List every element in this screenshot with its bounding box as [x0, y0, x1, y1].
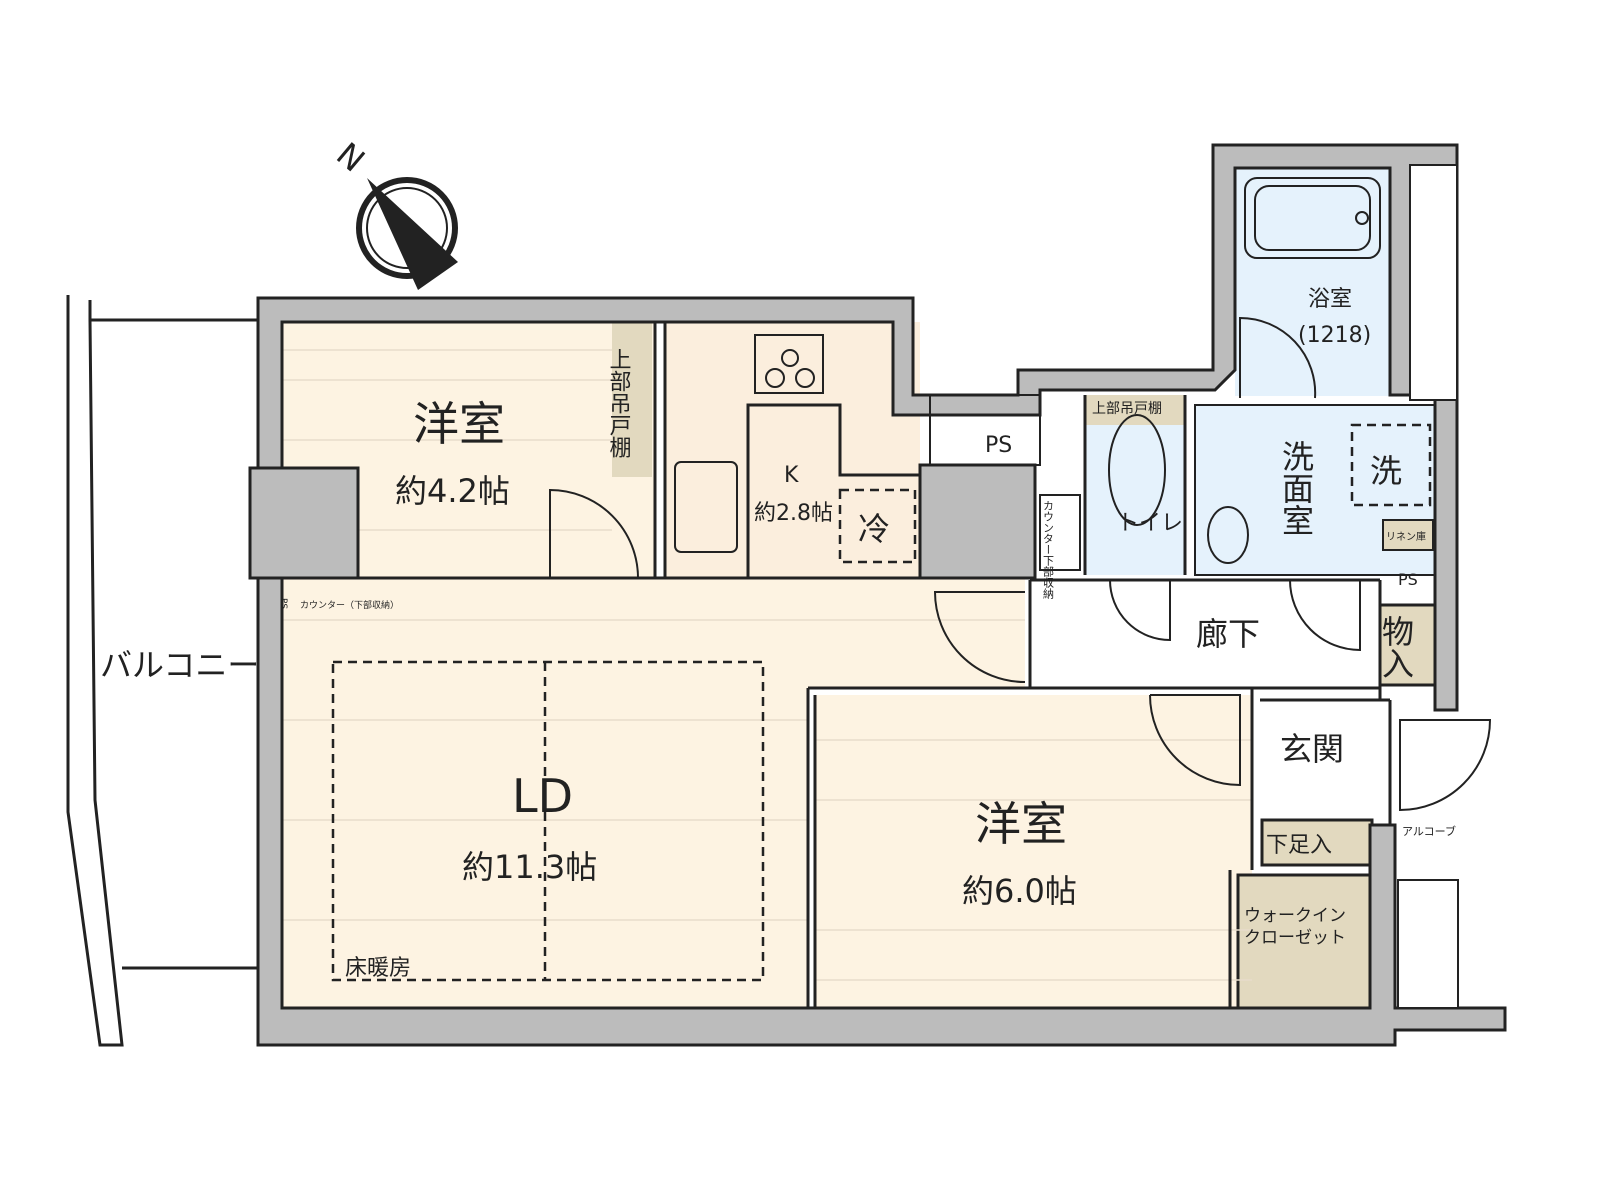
fridge-label: 冷 — [858, 510, 890, 548]
door-bathroom[interactable] — [1239, 316, 1317, 399]
counter-storage-2-label: カウンター（下部収納） — [300, 599, 399, 611]
upper-cabinet-2-label: 上部吊戸棚 — [1092, 401, 1162, 417]
bathroom-name: 浴室 — [1308, 287, 1352, 312]
hallway-label: 廊下 — [1196, 615, 1260, 653]
walk-in-closet — [1236, 873, 1372, 1010]
ps-2-label: PS — [1398, 570, 1418, 589]
western-room-1-name: 洋室 — [413, 397, 505, 451]
upper-cabinet-1 — [612, 322, 652, 477]
toilet-icon — [1108, 414, 1166, 526]
ps-3-label: PS — [278, 598, 288, 609]
north-label: N — [329, 135, 372, 179]
washbasin-icon — [1207, 506, 1249, 564]
shoe-storage-label: 下足入 — [1266, 833, 1332, 858]
walls — [248, 143, 1507, 1047]
western-room-2 — [815, 695, 1252, 1008]
western-room-2-name: 洋室 — [975, 797, 1067, 851]
fixtures — [331, 177, 1432, 982]
north-arrow-icon — [367, 178, 458, 290]
balcony: バルコニー — [66, 295, 259, 1047]
floor-pattern — [282, 349, 1252, 981]
washroom-label: 洗面室 — [1277, 440, 1315, 536]
bathroom-spec: (1218) — [1298, 323, 1371, 348]
ld-size: 約11.3帖 — [462, 848, 597, 886]
upper-cabinet-2 — [1085, 395, 1185, 425]
stove-icon — [754, 334, 824, 394]
bathtub-icon — [1244, 177, 1381, 259]
door-western-2[interactable] — [1149, 694, 1241, 787]
kitchen-name: K — [784, 463, 799, 488]
interior-walls — [282, 322, 1436, 1008]
front-door[interactable] — [1399, 719, 1492, 812]
door-washroom[interactable] — [1289, 579, 1361, 652]
balcony-label: バルコニー — [100, 646, 259, 684]
washer-label: 洗 — [1370, 452, 1402, 490]
storage-label: 物入 — [1377, 615, 1415, 679]
upper-cabinet-1-label: 上部吊戸棚 — [606, 348, 632, 458]
ps-1-label: PS — [985, 433, 1012, 458]
kitchen-size: 約2.8帖 — [754, 501, 833, 526]
floor-heating-area — [331, 660, 765, 982]
storage-closet — [1378, 603, 1437, 687]
ld-name: LD — [512, 769, 573, 823]
door-toilet[interactable] — [1109, 579, 1171, 642]
toilet-label: トイレ — [1117, 511, 1183, 536]
labels: 洋室 約4.2帖 上部吊戸棚 K 約2.8帖 冷 PS 上部吊戸棚 カウンター下… — [278, 287, 1456, 981]
bathroom — [1235, 168, 1390, 396]
door-western-1[interactable] — [549, 488, 639, 579]
walk-in-closet-label: ウォークインクローゼット — [1244, 906, 1346, 948]
washer-space — [1350, 423, 1432, 507]
living-dining — [282, 578, 1025, 1008]
floor-heating-label: 床暖房 — [345, 956, 411, 981]
fridge-space — [838, 488, 917, 564]
door-ld[interactable] — [933, 591, 1026, 683]
alcove-label: アルコーブ — [1402, 824, 1456, 838]
western-room-2-size: 約6.0帖 — [962, 872, 1077, 910]
entrance-label: 玄関 — [1280, 730, 1344, 768]
compass: N — [329, 135, 458, 290]
sink-icon — [674, 461, 738, 553]
linen-closet — [1382, 519, 1434, 551]
western-room-1-size: 約4.2帖 — [395, 472, 510, 510]
walk-in-closet-label-box: ウォークインクローゼット — [1244, 906, 1346, 948]
counter-storage-1-label: カウンター下部収納 — [1042, 500, 1055, 600]
shoe-storage — [1260, 818, 1374, 867]
doors — [549, 316, 1492, 812]
linen-label: リネン庫 — [1386, 530, 1426, 543]
